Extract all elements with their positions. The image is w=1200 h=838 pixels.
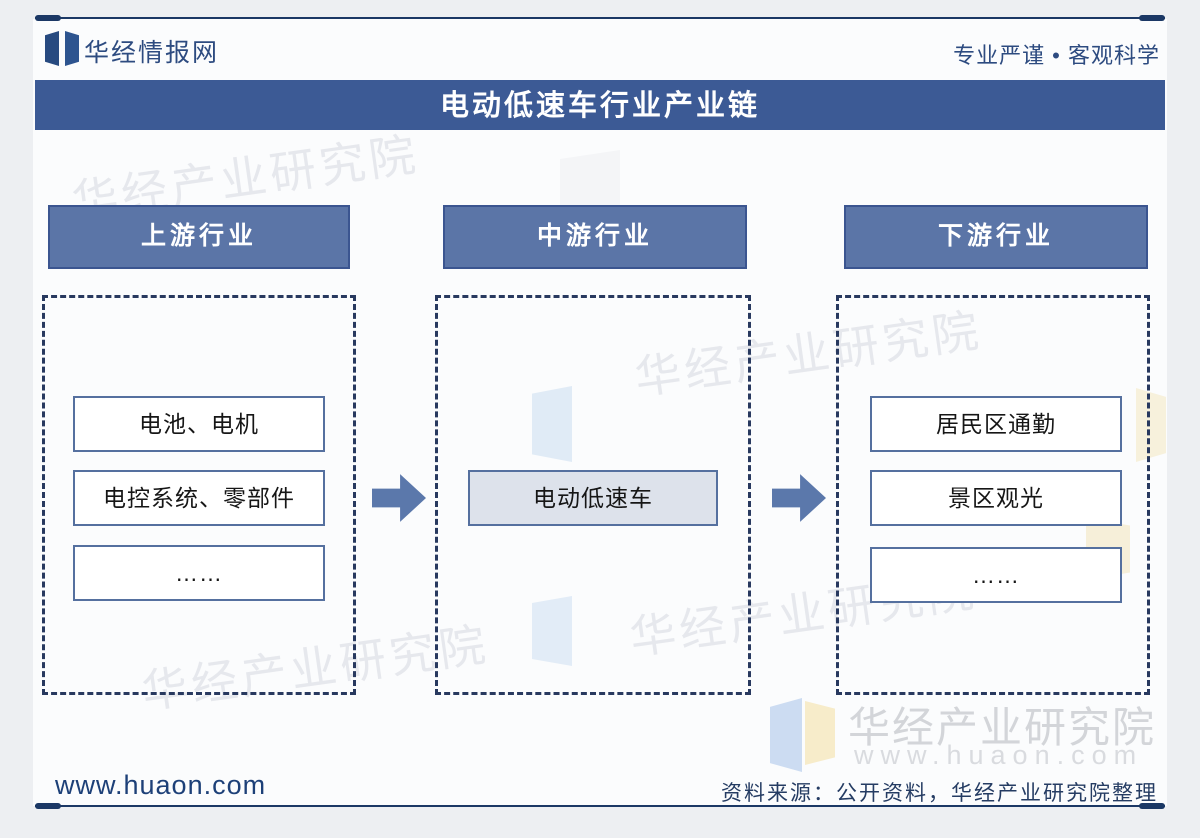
downstream-container [836, 295, 1150, 695]
bottom-rule-right-cap [1139, 803, 1165, 809]
top-rule-left-cap [35, 15, 61, 21]
downstream-node-ellipsis: …… [870, 547, 1122, 603]
book-icon-left [45, 31, 59, 66]
watermark-logo-fragment [532, 386, 572, 462]
top-rule [35, 17, 1165, 19]
footer-source-note: 资料来源：公开资料，华经产业研究院整理 [721, 782, 1158, 805]
watermark-logo-fragment [532, 596, 572, 666]
column-header-upstream: 上游行业 [48, 205, 350, 269]
upstream-container [42, 295, 356, 695]
upstream-node-ellipsis: …… [73, 545, 325, 601]
brand-logo-icon [45, 31, 79, 66]
book-icon-right [65, 31, 79, 66]
watermark-url-text: www.huaon.com [854, 740, 1144, 770]
watermark-logo-icon [770, 698, 802, 772]
downstream-node-commute: 居民区通勤 [870, 396, 1122, 452]
midstream-container [435, 295, 751, 695]
bottom-rule-left-cap [35, 803, 61, 809]
watermark-block: 华经产业研究院 www.huaon.com [770, 696, 1170, 776]
upstream-node-battery-motor: 电池、电机 [73, 396, 325, 452]
midstream-node-lsev: 电动低速车 [468, 470, 718, 526]
top-rule-right-cap [1139, 15, 1165, 21]
column-header-downstream: 下游行业 [844, 205, 1148, 269]
column-header-midstream: 中游行业 [443, 205, 747, 269]
upstream-node-control-parts: 电控系统、零部件 [73, 470, 325, 526]
watermark-logo-fragment [1136, 388, 1166, 462]
watermark-logo-icon [805, 701, 835, 765]
downstream-node-sightseeing: 景区观光 [870, 470, 1122, 526]
footer-site-url: www.huaon.com [55, 770, 267, 800]
brand-tagline: 专业严谨 • 客观科学 [953, 43, 1160, 68]
watermark-brand-text: 华经产业研究院 [848, 704, 1157, 751]
brand-name: 华经情报网 [84, 39, 220, 67]
bottom-rule [35, 805, 1165, 807]
page-title: 电动低速车行业产业链 [35, 80, 1165, 130]
